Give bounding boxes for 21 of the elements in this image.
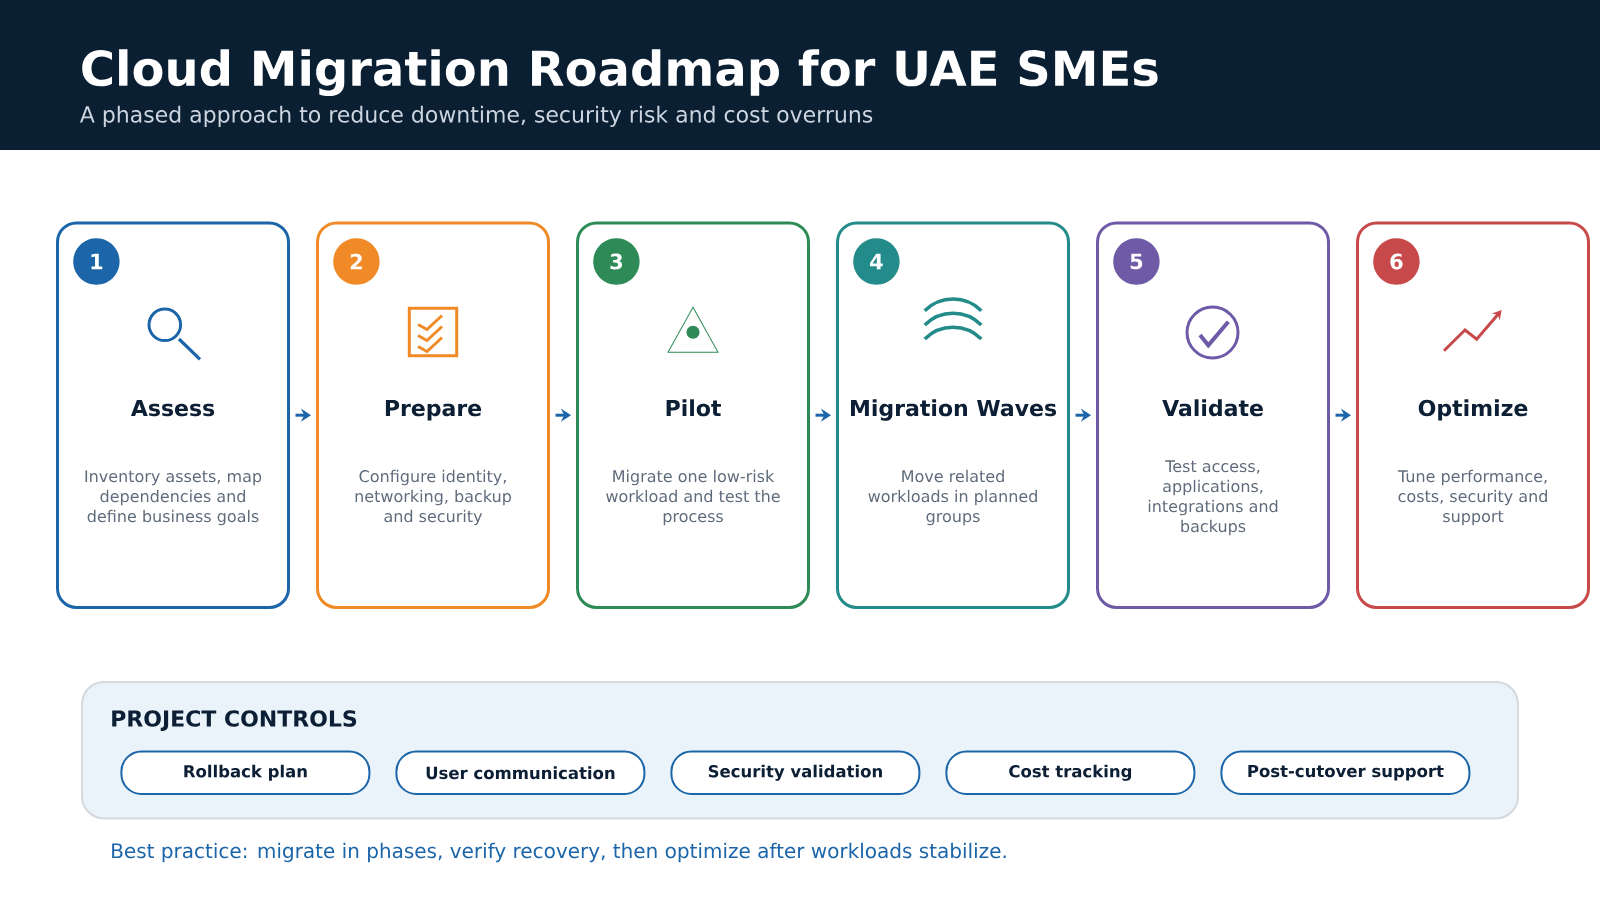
note: Best practice: migrate in phases, verify recovery, then optimize after workloads stabilize. — [112, 842, 1006, 863]
panel-heading: PROJECT CONTROLS — [112, 710, 357, 731]
control-pill: User communication — [395, 750, 646, 795]
step-description: Tune performance, costs, security and support — [1397, 469, 1547, 526]
step-description: Inventory assets, map dependencies and define business goals — [85, 470, 262, 526]
step-title: Migration Waves — [851, 399, 1057, 421]
step-title: Optimize — [1418, 399, 1528, 421]
step-title: Validate — [1162, 399, 1263, 417]
control-pill: Rollback plan — [120, 750, 371, 795]
step-description: Move related workloads in planned groups — [868, 469, 1037, 526]
subtitle: A phased approach to reduce downtime, security risk and cost overruns — [80, 105, 873, 127]
step-title: Assess — [130, 399, 215, 417]
control-pill: Cost tracking — [945, 750, 1196, 795]
title: Cloud Migration Roadmap for UAE SMEs — [82, 49, 1158, 97]
step-title: Pilot — [666, 399, 721, 417]
step-description: Test access, applications, integrations and backups — [1148, 460, 1278, 536]
control-pill: Security validation — [670, 750, 921, 795]
step-title: Prepare — [385, 399, 482, 421]
step-description: Migrate one low-risk workload and test the process — [606, 469, 780, 526]
step-description: Configure identity, networking, backup and security — [355, 469, 512, 526]
control-pill: Post-cutover support — [1220, 750, 1471, 795]
